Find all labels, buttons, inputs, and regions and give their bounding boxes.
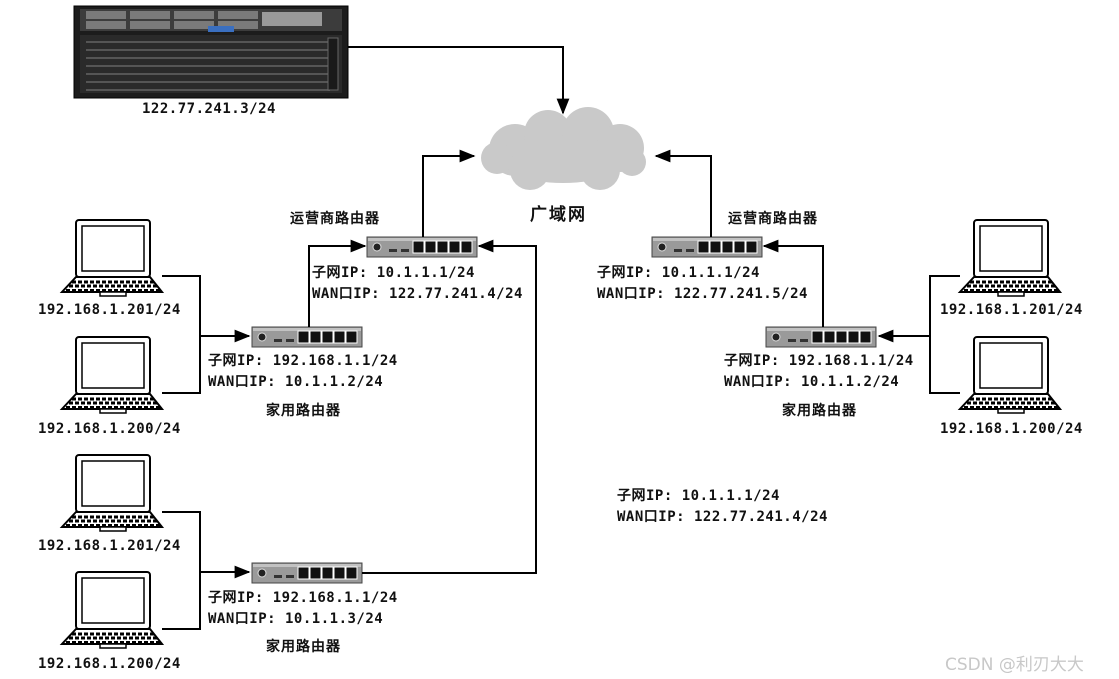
link-server-cloud bbox=[348, 46, 570, 115]
isp-router-right-wan: WAN口IP: 122.77.241.5/24 bbox=[597, 286, 808, 302]
laptop-b-bottom-icon bbox=[60, 570, 164, 650]
link-isp-right-cloud bbox=[654, 149, 712, 237]
note-wan: WAN口IP: 122.77.241.4/24 bbox=[617, 509, 828, 525]
link-home-a-isp-left bbox=[308, 239, 367, 327]
server-icon bbox=[73, 5, 349, 99]
link-isp-left-cloud bbox=[422, 149, 476, 237]
home-router-a-wan: WAN口IP: 10.1.1.2/24 bbox=[208, 374, 384, 390]
laptop-a-bottom-ip: 192.168.1.200/24 bbox=[38, 421, 181, 437]
isp-router-right-icon bbox=[651, 236, 763, 258]
isp-router-left-subnet: 子网IP: 10.1.1.1/24 bbox=[312, 265, 475, 281]
isp-router-left-title: 运营商路由器 bbox=[290, 211, 380, 227]
home-router-b-icon bbox=[251, 562, 363, 584]
note-subnet: 子网IP: 10.1.1.1/24 bbox=[617, 488, 780, 504]
home-router-c-wan: WAN口IP: 10.1.1.2/24 bbox=[724, 374, 900, 390]
isp-router-left-icon bbox=[366, 236, 478, 258]
home-router-c-title: 家用路由器 bbox=[782, 403, 857, 419]
home-router-b-wan: WAN口IP: 10.1.1.3/24 bbox=[208, 611, 384, 627]
home-router-b-title: 家用路由器 bbox=[266, 639, 341, 655]
home-router-b-subnet: 子网IP: 192.168.1.1/24 bbox=[208, 590, 398, 606]
laptop-b-bottom-ip: 192.168.1.200/24 bbox=[38, 656, 181, 672]
laptop-c-bottom-ip: 192.168.1.200/24 bbox=[940, 421, 1083, 437]
laptop-c-top-ip: 192.168.1.201/24 bbox=[940, 302, 1083, 318]
home-router-a-title: 家用路由器 bbox=[266, 403, 341, 419]
link-home-c-isp-right bbox=[762, 239, 824, 327]
laptop-a-bottom-icon bbox=[60, 335, 164, 415]
link-laptop-c-top bbox=[929, 275, 960, 394]
laptop-a-top-icon bbox=[60, 218, 164, 298]
home-router-c-subnet: 子网IP: 192.168.1.1/24 bbox=[724, 353, 914, 369]
laptop-c-bottom-icon bbox=[958, 335, 1062, 415]
isp-router-right-subnet: 子网IP: 10.1.1.1/24 bbox=[597, 265, 760, 281]
laptop-c-top-icon bbox=[958, 218, 1062, 298]
wan-label: 广域网 bbox=[530, 205, 587, 225]
link-laptop-a-top bbox=[162, 275, 201, 394]
laptop-b-top-icon bbox=[60, 453, 164, 533]
wan-cloud-icon bbox=[481, 107, 646, 190]
link-laptop-b-top bbox=[162, 511, 201, 630]
link-home-b-isp-left bbox=[362, 239, 537, 574]
isp-router-left-wan: WAN口IP: 122.77.241.4/24 bbox=[312, 286, 523, 302]
server-ip-label: 122.77.241.3/24 bbox=[142, 101, 276, 117]
home-router-a-icon bbox=[251, 326, 363, 348]
isp-router-right-title: 运营商路由器 bbox=[728, 211, 818, 227]
home-router-a-subnet: 子网IP: 192.168.1.1/24 bbox=[208, 353, 398, 369]
laptop-a-top-ip: 192.168.1.201/24 bbox=[38, 302, 181, 318]
watermark: CSDN @利刃大大 bbox=[945, 655, 1084, 675]
laptop-b-top-ip: 192.168.1.201/24 bbox=[38, 538, 181, 554]
home-router-c-icon bbox=[765, 326, 877, 348]
